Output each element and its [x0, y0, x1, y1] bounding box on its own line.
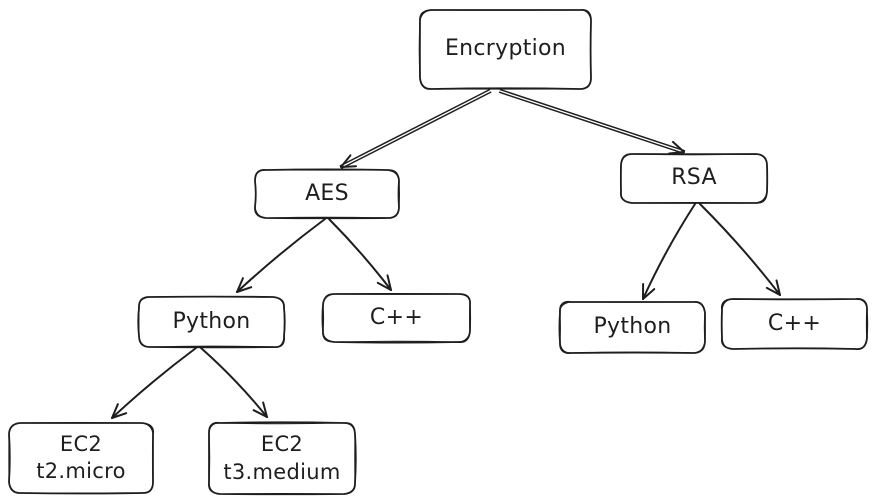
edge-arrow-rsa-c — [699, 203, 781, 296]
edge-arrow-rsa-python — [642, 203, 696, 300]
edge-arrow-aes-c — [328, 218, 392, 291]
node-box-python-rsa — [558, 300, 706, 354]
edge-arrow-python-ec2-t3-medium — [200, 347, 268, 418]
edge-arrow-python-ec2-t2-micro — [111, 347, 197, 419]
node-box-rsa — [619, 153, 769, 204]
node-box-encryption — [418, 9, 592, 90]
node-box-cpp-rsa — [720, 298, 869, 350]
node-box-ec2-t3medium — [208, 421, 357, 496]
node-box-aes — [254, 168, 400, 220]
edge-arrow-encryption-rsa — [498, 88, 686, 155]
node-box-ec2-t2micro — [8, 422, 155, 495]
edge-arrow-aes-python — [236, 218, 326, 293]
node-box-cpp-aes — [321, 293, 472, 344]
edge-arrow-encryption-aes — [339, 89, 492, 169]
node-box-python-aes — [137, 295, 286, 349]
